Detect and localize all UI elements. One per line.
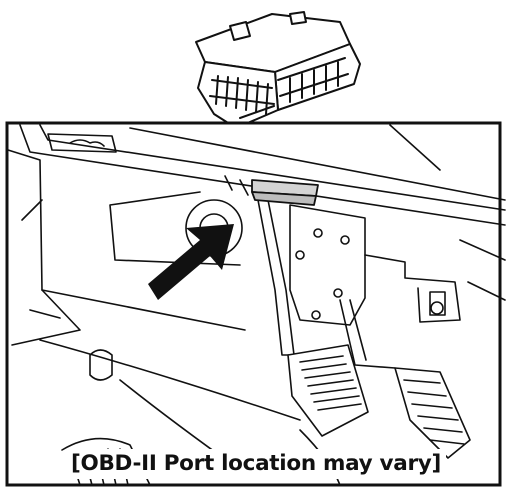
obd-connector-icon	[196, 12, 360, 128]
obd-port	[252, 180, 318, 205]
port-location-caption: [OBD-II Port location may vary]	[66, 449, 446, 479]
